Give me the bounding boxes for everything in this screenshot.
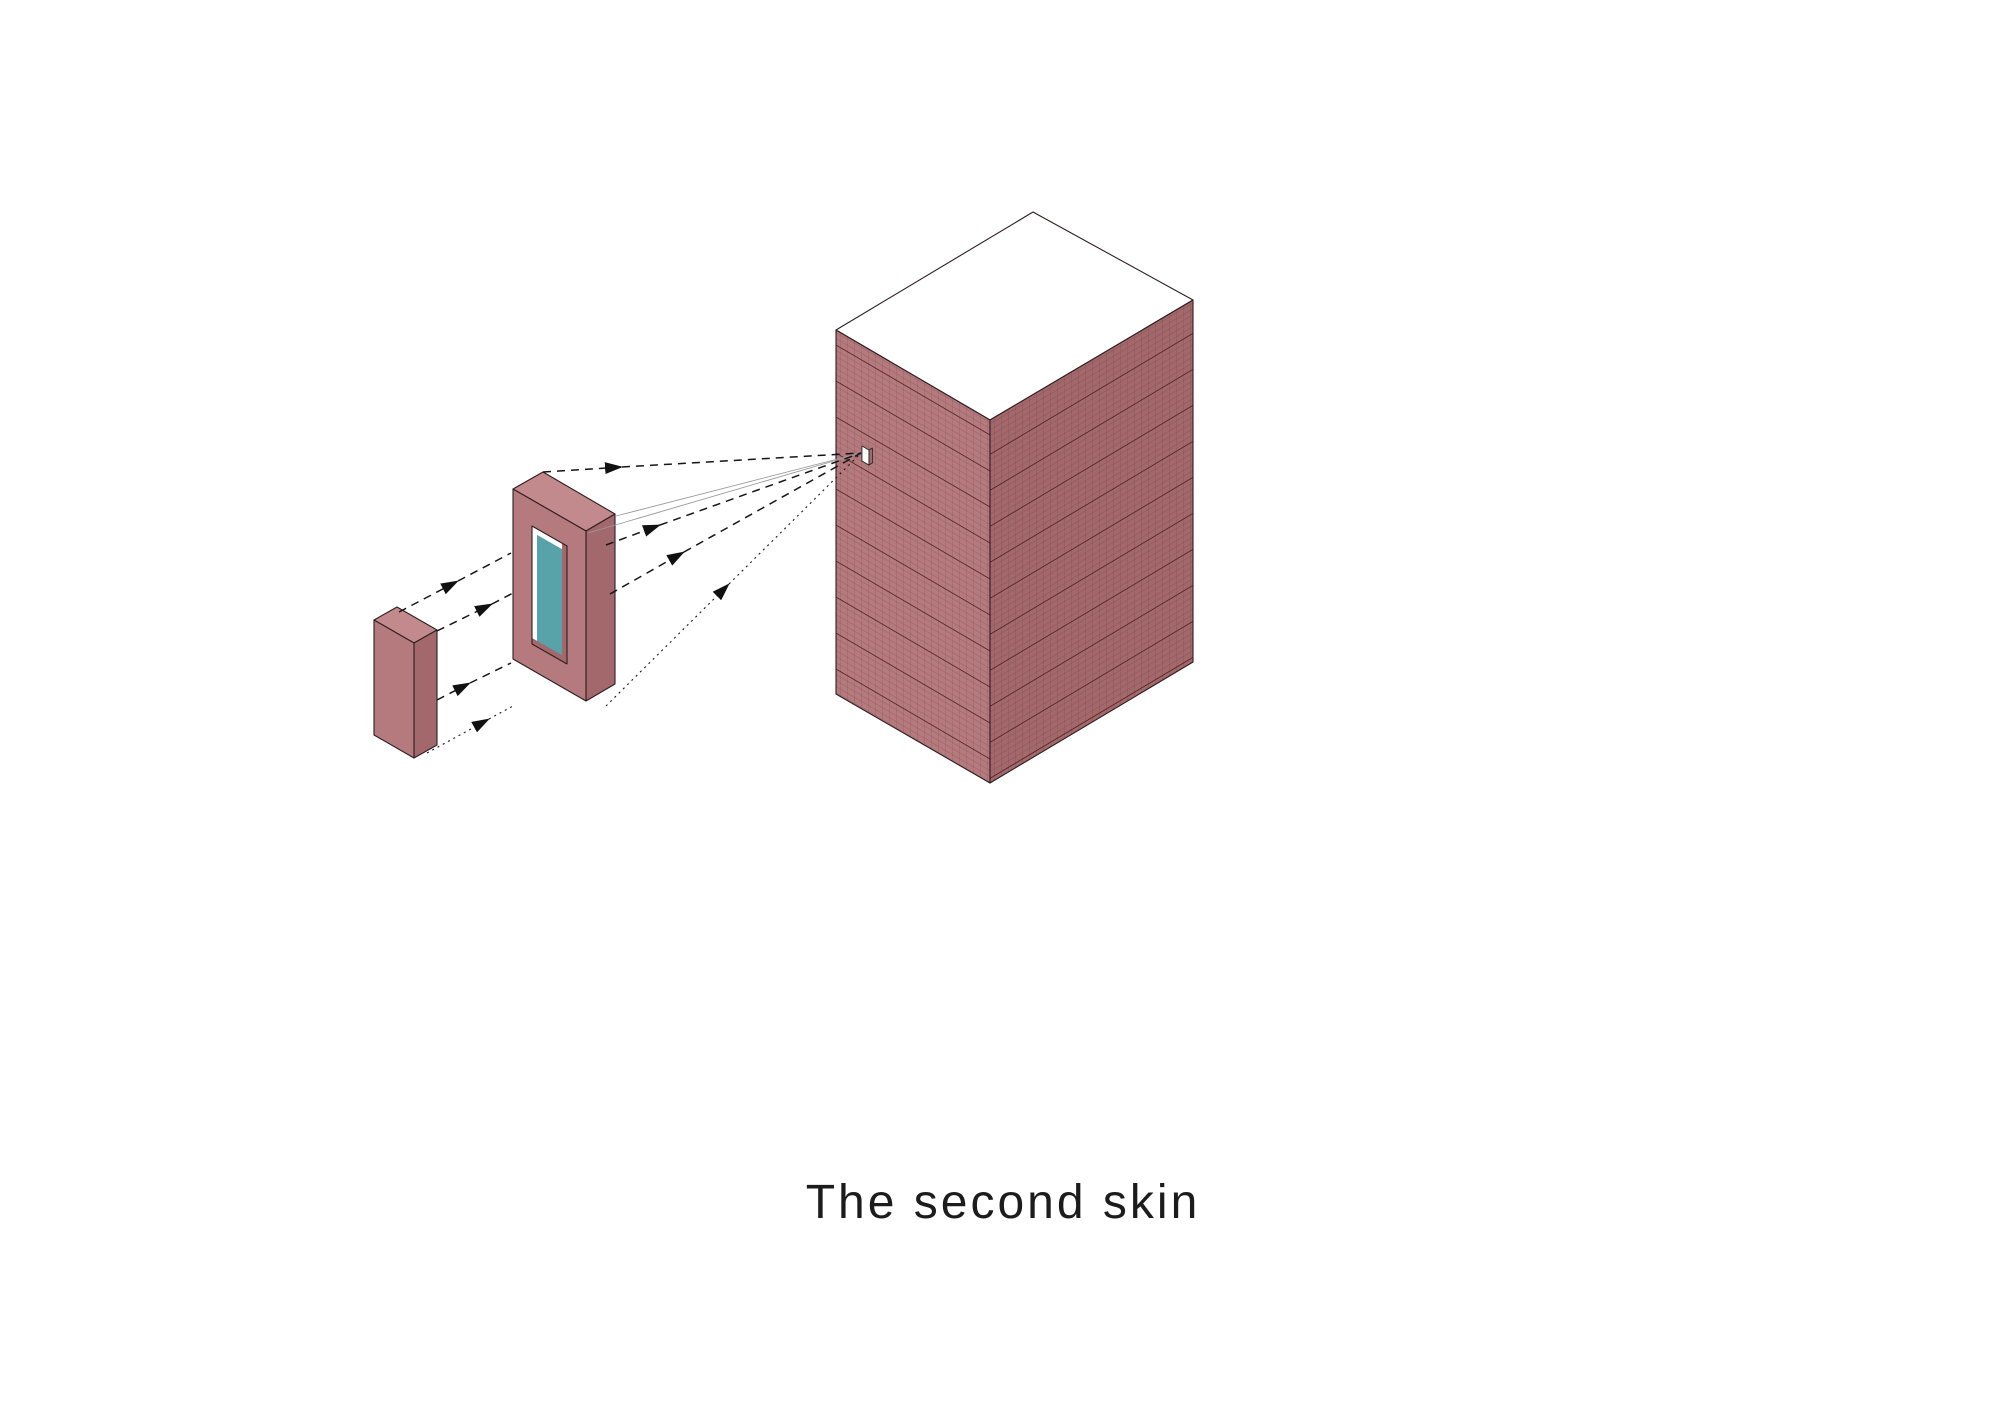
frame-inner-reveal-bottom (532, 638, 567, 664)
arrow-frame-to-building-mid1 (605, 452, 862, 546)
arrow-block-to-frame-3 (436, 662, 512, 701)
module-window-frame (512, 471, 616, 702)
panel-block-front-face (373, 619, 415, 759)
facade-panel-marker-side (868, 447, 873, 466)
frame-glass-pane (532, 526, 567, 664)
arrow-frame-to-building-mid2 (609, 452, 862, 595)
frame-inner-reveal-left (532, 526, 537, 647)
diagram-title: The second skin (806, 1176, 1201, 1229)
arrow-block-to-frame-2 (436, 592, 514, 632)
frame-right-face (585, 513, 616, 702)
arrow-block-to-frame-4 (426, 705, 514, 754)
arrow-frame-to-building-bottom (605, 452, 862, 707)
facade-panel-marker (861, 445, 873, 466)
building (835, 211, 1194, 784)
panel-block-right-face (413, 629, 438, 759)
arrow-frame-to-building-top (542, 452, 862, 475)
projection-guide-line (615, 452, 862, 517)
building-right-facade (989, 299, 1194, 784)
frame-front-ring (512, 488, 587, 702)
frame-inner-reveal-right (562, 543, 567, 664)
assembly-arrows (398, 452, 862, 754)
arrow-block-to-frame-1 (398, 552, 512, 613)
module-panel-block (373, 606, 438, 759)
frame-inner-reveal-top (532, 526, 567, 552)
facade-panel-marker-front (861, 445, 870, 466)
projection-guide-line (587, 452, 862, 534)
